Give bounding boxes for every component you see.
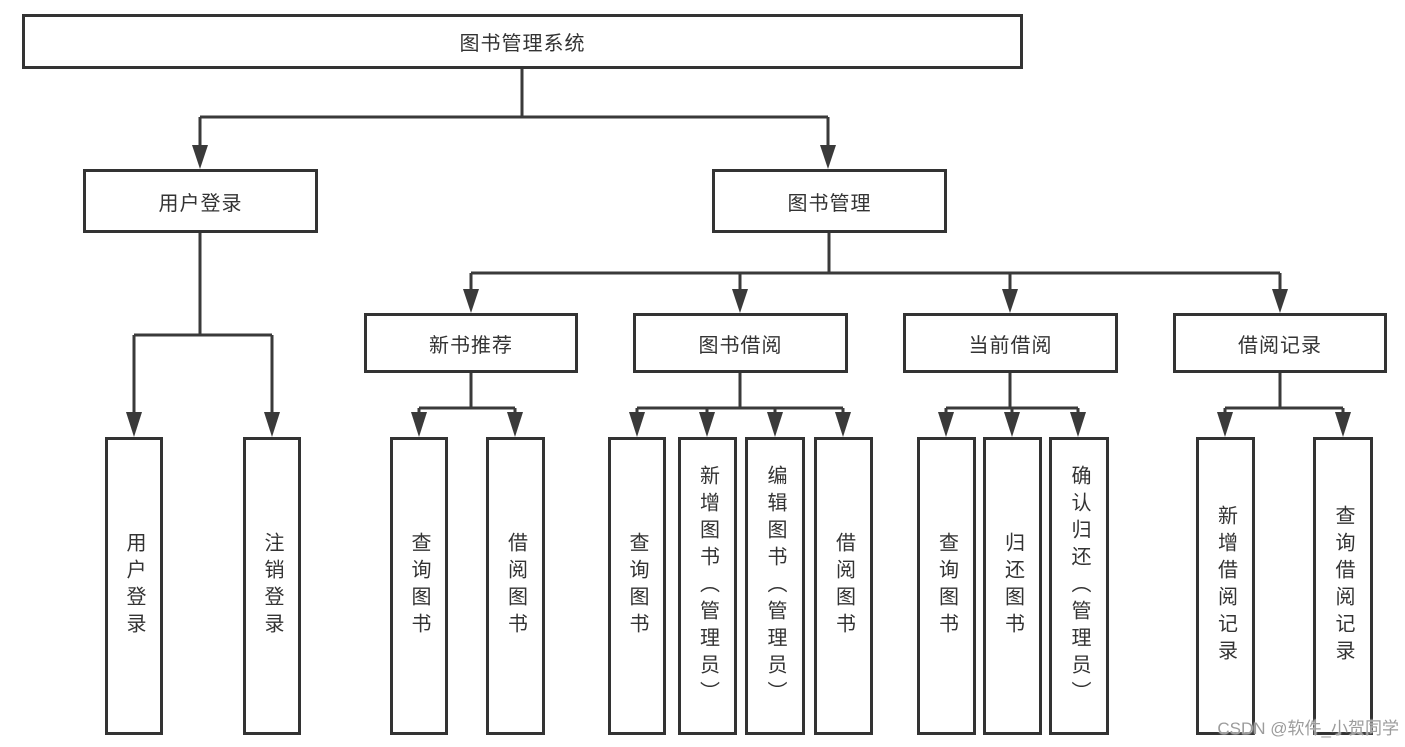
node-book-borrowing: 图书借阅 bbox=[633, 313, 848, 373]
node-label: 图书管理 bbox=[787, 192, 872, 215]
node-label: 当前借阅 bbox=[968, 334, 1053, 357]
node-user-login: 用户登录 bbox=[83, 169, 318, 233]
current-borrowing-connector bbox=[944, 373, 1080, 414]
node-label: 编辑图书（管理员） bbox=[764, 464, 786, 708]
leaf-return-books: 归还图书 bbox=[983, 437, 1042, 735]
node-current-borrowing: 当前借阅 bbox=[903, 313, 1118, 373]
node-label: 查询图书 bbox=[408, 532, 430, 640]
arrow-down-icon bbox=[1070, 412, 1086, 437]
leaf-add-book-admin: 新增图书（管理员） bbox=[678, 437, 737, 735]
arrow-down-icon bbox=[192, 145, 208, 169]
watermark-text: CSDN @软件_小贺同学 bbox=[1217, 719, 1399, 738]
leaf-user-login: 用户登录 bbox=[105, 437, 163, 735]
node-label: 注销登录 bbox=[261, 532, 283, 640]
leaf-add-borrow-record: 新增借阅记录 bbox=[1196, 437, 1255, 735]
new-book-recommend-connector bbox=[417, 373, 517, 414]
arrow-down-icon bbox=[126, 412, 142, 437]
leaf-query-borrow-record: 查询借阅记录 bbox=[1313, 437, 1373, 735]
arrow-down-icon bbox=[767, 412, 783, 437]
arrow-down-icon bbox=[1004, 412, 1020, 437]
arrow-down-icon bbox=[629, 412, 645, 437]
node-library-management-system: 图书管理系统 bbox=[22, 14, 1023, 69]
borrowing-records-connector bbox=[1223, 373, 1345, 414]
user-login-connector bbox=[132, 233, 274, 414]
node-label: 用户登录 bbox=[123, 532, 145, 640]
arrow-down-icon bbox=[463, 289, 479, 313]
arrow-down-icon bbox=[1272, 289, 1288, 313]
node-label: 查询图书 bbox=[935, 532, 958, 640]
node-label: 借阅图书 bbox=[832, 532, 855, 640]
leaf-confirm-return-admin: 确认归还（管理员） bbox=[1049, 437, 1109, 735]
book-borrowing-connector bbox=[635, 373, 845, 414]
node-borrowing-records: 借阅记录 bbox=[1173, 313, 1387, 373]
arrow-down-icon bbox=[938, 412, 954, 437]
arrow-down-icon bbox=[835, 412, 851, 437]
arrow-down-icon bbox=[732, 289, 748, 313]
leaf-query-books-recommend: 查询图书 bbox=[390, 437, 448, 735]
node-label: 图书管理系统 bbox=[459, 33, 586, 55]
node-label: 借阅记录 bbox=[1238, 334, 1322, 357]
arrow-down-icon bbox=[699, 412, 715, 437]
root-connector bbox=[198, 69, 830, 147]
leaf-borrow-books-2: 借阅图书 bbox=[814, 437, 873, 735]
node-label: 新增图书（管理员） bbox=[696, 464, 719, 708]
node-label: 图书借阅 bbox=[698, 334, 783, 357]
arrow-down-icon bbox=[507, 412, 523, 437]
node-new-book-recommend: 新书推荐 bbox=[364, 313, 578, 373]
node-label: 借阅图书 bbox=[504, 532, 527, 640]
node-label: 新增借阅记录 bbox=[1214, 505, 1237, 667]
leaf-query-books-borrowing: 查询图书 bbox=[608, 437, 666, 735]
node-label: 查询图书 bbox=[626, 532, 648, 640]
arrow-down-icon bbox=[1002, 289, 1018, 313]
arrow-down-icon bbox=[820, 145, 836, 169]
node-book-management: 图书管理 bbox=[712, 169, 947, 233]
arrow-down-icon bbox=[1217, 412, 1233, 437]
leaf-logout: 注销登录 bbox=[243, 437, 301, 735]
leaf-borrow-books-recommend: 借阅图书 bbox=[486, 437, 545, 735]
node-label: 确认归还（管理员） bbox=[1068, 464, 1090, 708]
book-management-connector bbox=[469, 233, 1282, 291]
node-label: 查询借阅记录 bbox=[1332, 505, 1354, 667]
leaf-edit-book-admin: 编辑图书（管理员） bbox=[745, 437, 805, 735]
arrow-down-icon bbox=[264, 412, 280, 437]
node-label: 新书推荐 bbox=[429, 334, 513, 357]
arrow-down-icon bbox=[1335, 412, 1351, 437]
node-label: 归还图书 bbox=[1001, 532, 1024, 640]
arrow-down-icon bbox=[411, 412, 427, 437]
leaf-query-books-current: 查询图书 bbox=[917, 437, 976, 735]
node-label: 用户登录 bbox=[158, 192, 243, 215]
